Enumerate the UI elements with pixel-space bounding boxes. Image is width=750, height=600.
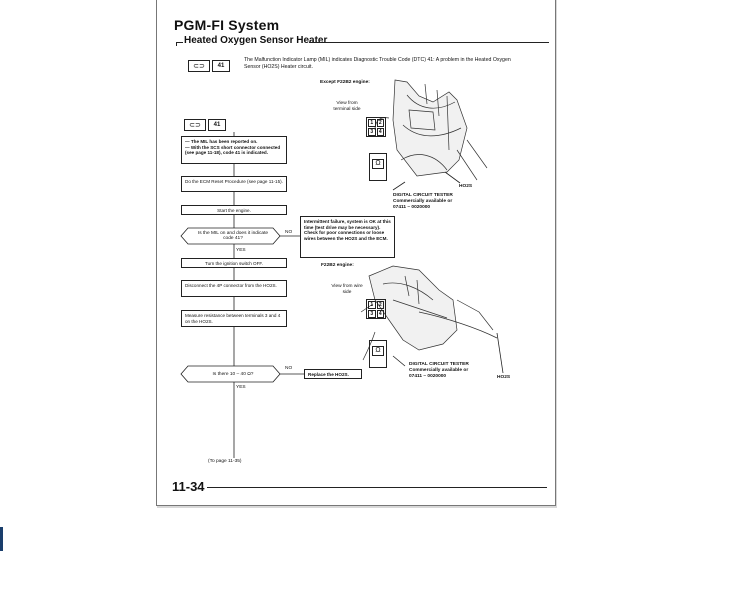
- step-start-engine: Start the engine.: [181, 205, 287, 215]
- footer-rule: [207, 487, 547, 488]
- ohm-icon: Ω: [372, 159, 384, 169]
- action-replace-ho2s: Replace the HO2S.: [304, 369, 362, 379]
- ho2s-label-top: HO2S: [459, 184, 473, 189]
- ho2s-label-bottom: HO2S: [497, 375, 511, 380]
- terminal-2: 2: [376, 301, 384, 309]
- top-figure-engine-label: Except F22B2 engine:: [320, 80, 370, 85]
- q1-no-label: NO: [285, 230, 293, 235]
- step-mil-reported: — The MIL has been reported on. — With t…: [181, 136, 287, 164]
- tester-label-top: DIGITAL CIRCUIT TESTER: [393, 193, 453, 198]
- dtc-code: 41: [212, 60, 230, 72]
- terminal-3: 3: [368, 128, 376, 136]
- step-ignition-off: Turn the ignition switch OFF.: [181, 258, 287, 268]
- mil-indicator-flow: ⊂⊃ 41: [184, 119, 226, 131]
- terminal-1: 1: [368, 119, 376, 127]
- section-tick: [176, 42, 183, 46]
- terminal-4: 4: [376, 310, 384, 318]
- step-ecm-reset: Do the ECM Reset Procedure (see page 11-…: [181, 176, 287, 192]
- flowchart-connectors: [180, 79, 504, 458]
- terminal-3: 3: [368, 310, 376, 318]
- page-shadow-bottom: [157, 505, 557, 508]
- ohmmeter-top: Ω: [369, 153, 387, 181]
- bottom-view-label: View from wire side: [331, 284, 363, 295]
- section-rule: [309, 42, 549, 43]
- intermittent-failure-note: Intermittent failure, system is OK at th…: [300, 216, 395, 258]
- question-mil-on: Is the MIL on and does it indicate code …: [197, 231, 269, 241]
- page-title: PGM-FI System: [174, 17, 280, 33]
- step-measure-resistance: Measure resistance between terminals 3 a…: [181, 310, 287, 327]
- q2-yes-label: YES: [236, 385, 246, 390]
- tester-part-bottom: 07411 – 0020000: [409, 374, 447, 379]
- left-edge-marker: [0, 527, 3, 551]
- tester-note-top: Commercially available or: [393, 199, 453, 204]
- step-disconnect-connector: Disconnect the 4P connector from the HO2…: [181, 280, 287, 297]
- question-resistance: Is there 10 – 40 Ω?: [212, 371, 254, 377]
- top-view-label: View from terminal side: [333, 101, 361, 112]
- terminal-2: 2: [376, 119, 384, 127]
- tester-part-top: 07411 – 0020000: [393, 205, 431, 210]
- check-engine-lamp-icon: ⊂⊃: [188, 60, 210, 72]
- ohm-icon: Ω: [372, 346, 384, 356]
- check-engine-lamp-icon: ⊂⊃: [184, 119, 206, 131]
- manual-page: PGM-FI System Heated Oxygen Sensor Heate…: [156, 0, 556, 506]
- q1-yes-label: YES: [236, 248, 246, 253]
- bottom-figure-engine-label: F22B2 engine:: [321, 263, 354, 268]
- dtc-code-flow: 41: [208, 119, 226, 131]
- terminal-4: 4: [376, 128, 384, 136]
- tester-note-bottom: Commercially available or: [409, 368, 469, 373]
- tester-label-bottom: DIGITAL CIRCUIT TESTER: [409, 362, 469, 367]
- section-title: Heated Oxygen Sensor Heater: [184, 35, 328, 46]
- ohmmeter-bottom: Ω: [369, 340, 387, 368]
- connector-diagram-bottom: 1 2 3 4: [366, 299, 386, 319]
- connector-diagram-top: 1 2 3 4: [366, 117, 386, 137]
- mil-indicator-top: ⊂⊃ 41: [188, 60, 230, 72]
- q2-no-label: NO: [285, 366, 293, 371]
- page-number: 11-34: [172, 479, 205, 494]
- dtc-description: The Malfunction Indicator Lamp (MIL) ind…: [244, 57, 511, 70]
- continue-page-note: (To page 11-35): [208, 459, 242, 464]
- terminal-1: 1: [368, 301, 376, 309]
